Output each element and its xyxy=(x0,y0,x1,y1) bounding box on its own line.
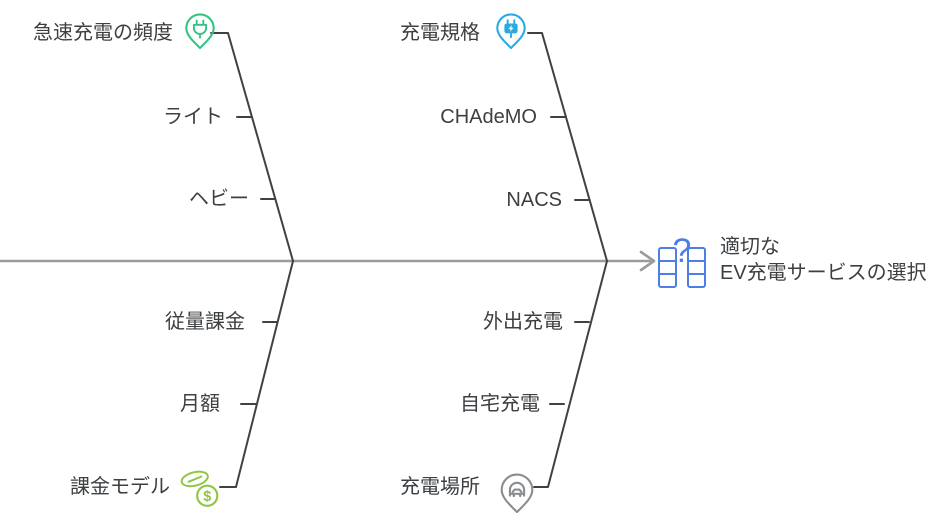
branch-item-label: NACS xyxy=(506,189,562,211)
banknote-coin-icon: $ xyxy=(178,465,224,518)
category-label-billing-model: 課金モデル xyxy=(70,476,170,498)
head-title-line2: EV充電サービスの選択 xyxy=(720,262,927,284)
head-title-line1: 適切な xyxy=(720,236,780,258)
branch-item-label: 自宅充電 xyxy=(460,393,540,415)
bone-top-right xyxy=(527,32,608,262)
category-label-charging-location: 充電場所 xyxy=(400,476,480,498)
branch-item-label: 従量課金 xyxy=(165,311,245,333)
question-glyph: ? xyxy=(673,233,692,270)
branch-item-label: 外出充電 xyxy=(483,311,563,333)
category-label-fast-charge-frequency: 急速充電の頻度 xyxy=(33,22,173,44)
bolt-icon xyxy=(508,24,514,32)
map-pin-garage-icon xyxy=(498,468,536,521)
bone-top-left xyxy=(210,32,294,262)
category-label-charging-standard: 充電規格 xyxy=(400,22,480,44)
comparison-question-icon: ? xyxy=(656,232,706,294)
branch-item-label: 月額 xyxy=(180,393,220,415)
map-pin-plug-icon xyxy=(183,12,217,55)
map-pin-plug-bolt-icon xyxy=(494,12,528,55)
bone-bottom-left xyxy=(219,260,294,488)
branch-item-label: ライト xyxy=(163,106,223,128)
head-title: 適切な EV充電サービスの選択 xyxy=(720,234,927,286)
branch-item-label: ヘビー xyxy=(189,188,249,210)
branch-item-label: CHAdeMO xyxy=(440,106,537,128)
spine-arrowhead-icon xyxy=(639,250,656,272)
dollar-glyph: $ xyxy=(203,489,211,505)
bone-bottom-right xyxy=(533,260,608,488)
